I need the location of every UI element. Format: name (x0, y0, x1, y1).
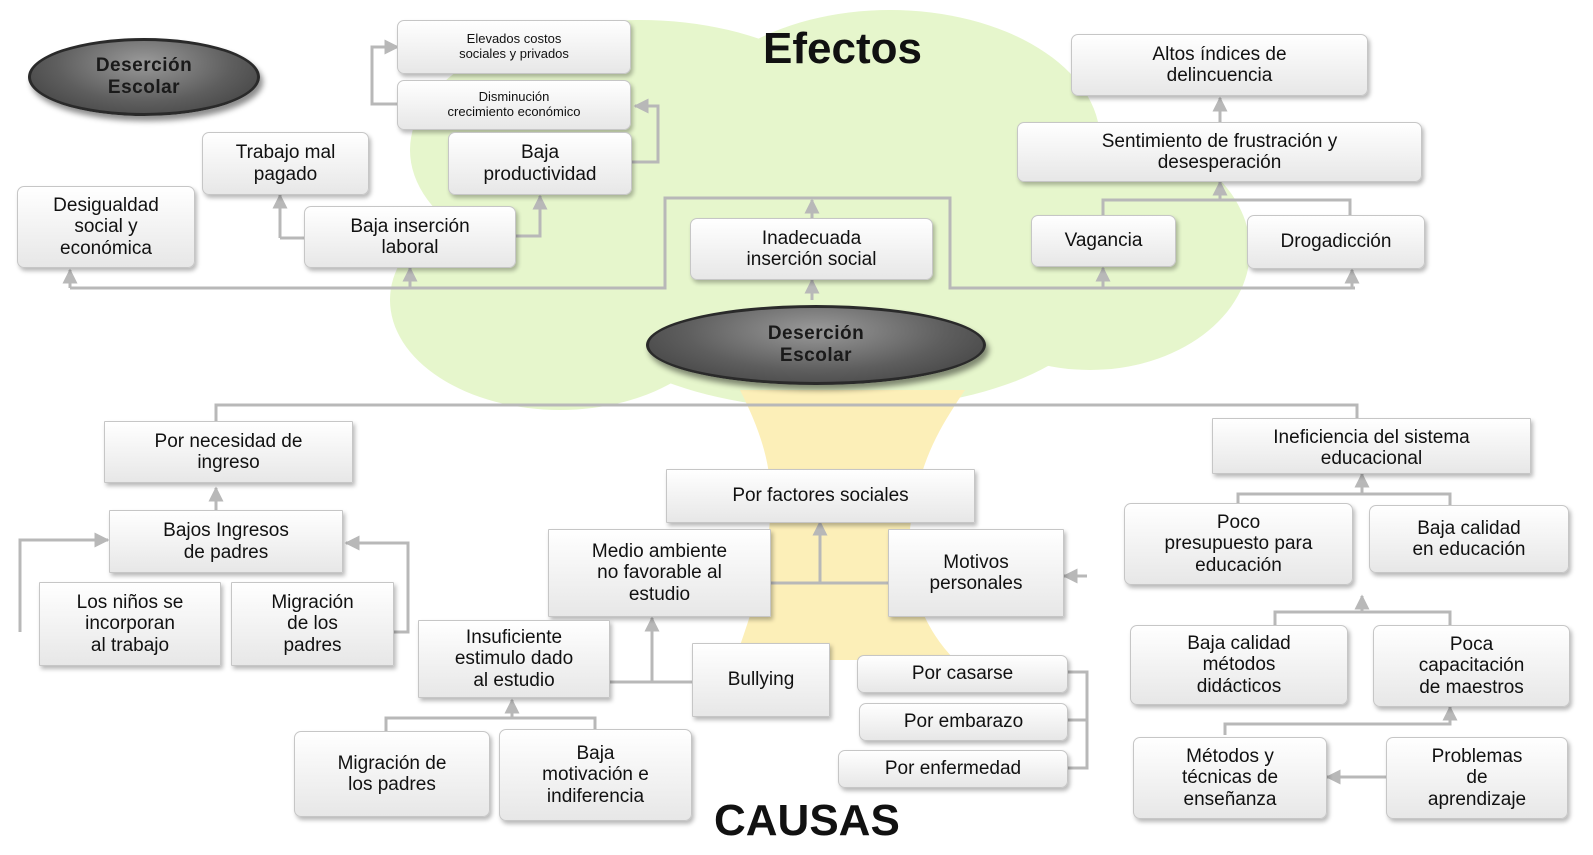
effect-baja-productividad: Baja productividad (448, 132, 632, 195)
cause-migracion-padres-bottom: Migración de los padres (294, 731, 490, 817)
cause-ninos-trabajo: Los niños se incorporan al trabajo (39, 582, 221, 666)
cause-necesidad-ingreso: Por necesidad de ingreso (104, 421, 353, 483)
corner-oval-desercion: Deserción Escolar (28, 38, 260, 116)
cause-poca-capacitacion: Poca capacitación de maestros (1373, 625, 1570, 707)
effect-desigualdad: Desigualdad social y económica (17, 186, 195, 268)
cause-factores-sociales: Por factores sociales (666, 469, 975, 523)
effect-disminucion-crecimiento: Disminución crecimiento económico (397, 80, 631, 130)
cause-por-enfermedad: Por enfermedad (838, 750, 1068, 788)
cause-motivos-personales: Motivos personales (888, 529, 1064, 617)
cause-poco-presupuesto: Poco presupuesto para educación (1124, 503, 1353, 585)
causes-title: CAUSAS (714, 796, 900, 845)
effect-inadecuada-insercion: Inadecuada inserción social (690, 218, 933, 280)
effects-connectors (62, 39, 1360, 300)
effect-sentimiento-frustracion: Sentimiento de frustración y desesperaci… (1017, 122, 1422, 182)
tree-trunk (735, 390, 965, 660)
cause-migracion-padres-left: Migración de los padres (231, 582, 394, 666)
cause-bullying: Bullying (692, 643, 830, 717)
center-oval-desercion: Deserción Escolar (646, 305, 986, 385)
effect-elevados-costos: Elevados costos sociales y privados (397, 20, 631, 74)
effect-baja-insercion-laboral: Baja inserción laboral (304, 206, 516, 268)
cause-baja-calidad-educacion: Baja calidad en educación (1369, 505, 1569, 573)
effect-altos-indices: Altos índices de delincuencia (1071, 34, 1368, 96)
cause-ineficiencia-sistema: Ineficiencia del sistema educacional (1212, 418, 1531, 474)
effect-trabajo-mal-pagado: Trabajo mal pagado (202, 132, 369, 195)
cause-por-casarse: Por casarse (857, 655, 1068, 693)
effects-title: Efectos (763, 24, 922, 73)
cause-problemas-aprendizaje: Problemas de aprendizaje (1386, 737, 1568, 819)
cause-insuficiente-estimulo: Insuficiente estimulo dado al estudio (418, 620, 610, 698)
effect-drogadiccion: Drogadicción (1247, 215, 1425, 269)
cause-por-embarazo: Por embarazo (859, 703, 1068, 741)
cause-baja-motivacion: Baja motivación e indiferencia (499, 729, 692, 821)
effect-vagancia: Vagancia (1031, 215, 1176, 267)
cause-medio-ambiente: Medio ambiente no favorable al estudio (548, 529, 771, 617)
causes-connectors (18, 403, 1458, 785)
cause-baja-calidad-metodos: Baja calidad métodos didácticos (1130, 625, 1348, 705)
cause-metodos-tecnicas: Métodos y técnicas de enseñanza (1133, 737, 1327, 819)
cause-bajos-ingresos: Bajos Ingresos de padres (109, 510, 343, 573)
